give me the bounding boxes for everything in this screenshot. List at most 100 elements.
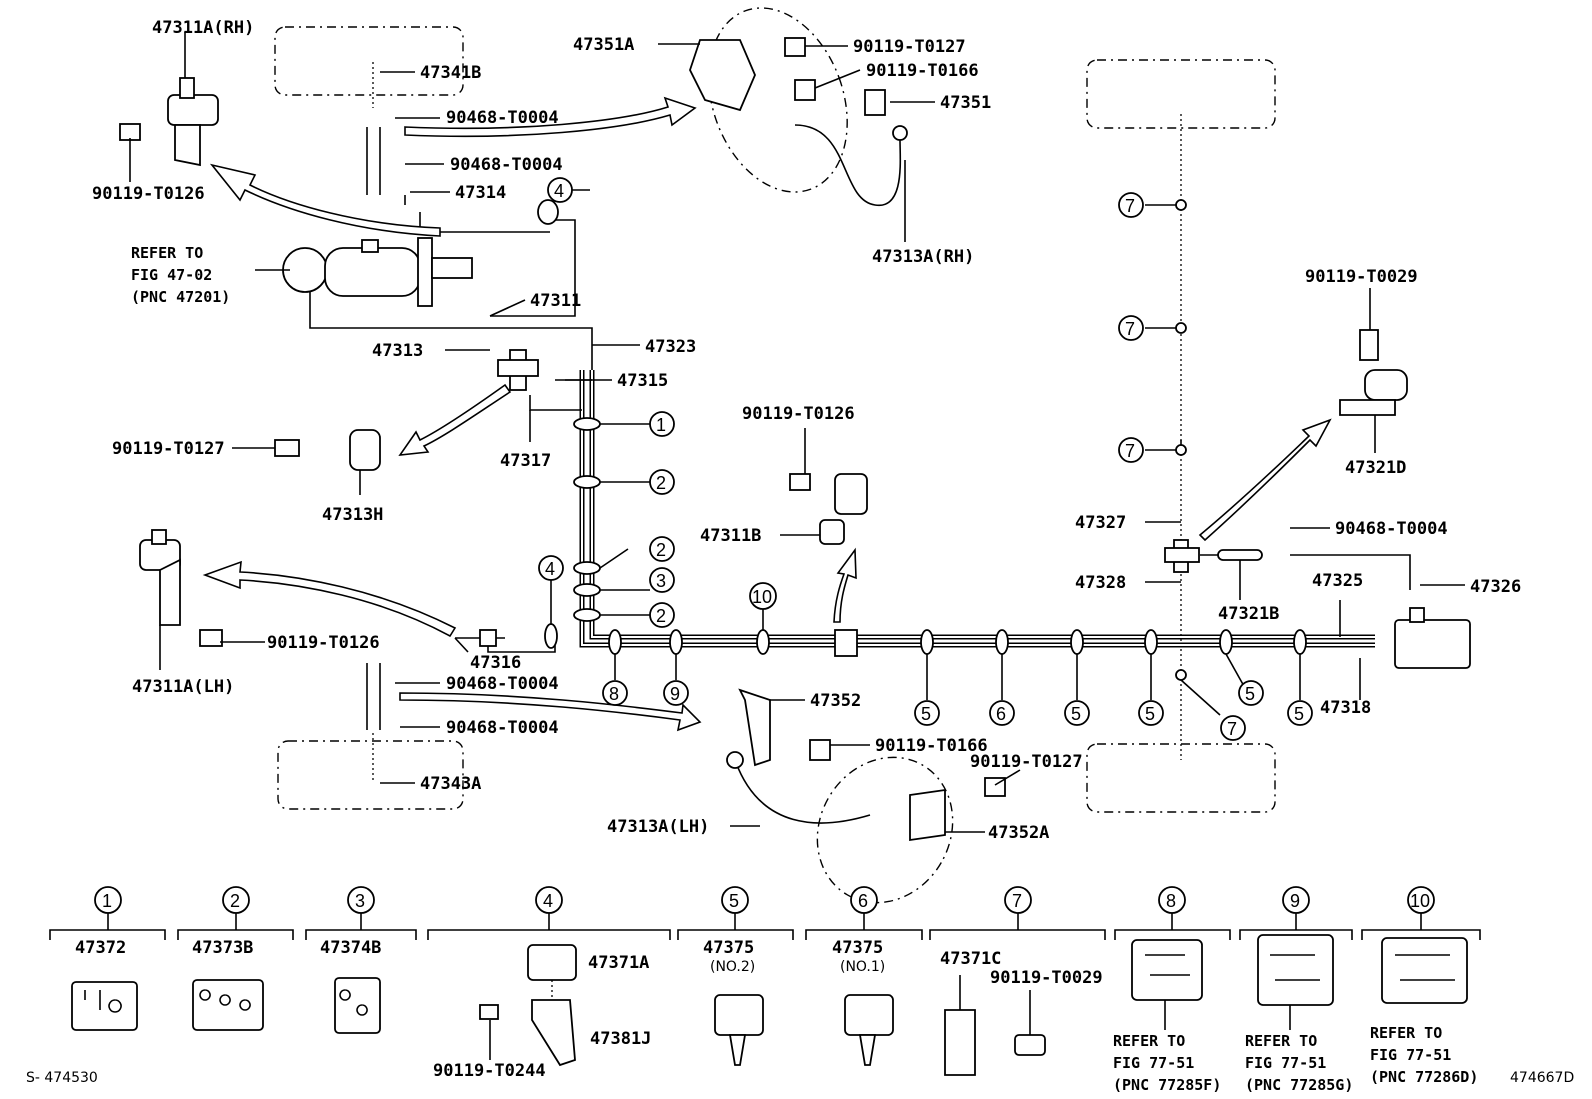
refer-8-line1: REFER TO bbox=[1113, 1032, 1185, 1050]
refer-8-line3: (PNC 77285F) bbox=[1113, 1076, 1221, 1094]
label-90468-T0004-a: 90468-T0004 bbox=[446, 108, 559, 128]
label-47311: 47311 bbox=[530, 291, 581, 311]
callout-4-mid: 4 bbox=[545, 559, 555, 579]
label-47315: 47315 bbox=[617, 371, 668, 391]
legend-label-90119-T0029: 90119-T0029 bbox=[990, 968, 1103, 988]
label-47311A-RH: 47311A(RH) bbox=[152, 18, 254, 38]
ref-ellipse-top bbox=[708, 7, 848, 193]
bracket-47311B bbox=[789, 473, 868, 545]
leader-lines bbox=[129, 32, 1465, 833]
callout-1: 1 bbox=[656, 415, 666, 435]
legend-callout-4: 4 bbox=[543, 891, 553, 911]
refer-9-line2: FIG 77-51 bbox=[1245, 1054, 1326, 1072]
proportioning-valve-lh bbox=[139, 529, 223, 647]
master-cylinder bbox=[282, 237, 473, 307]
center-line-points bbox=[1175, 199, 1187, 681]
label-47313A-LH: 47313A(LH) bbox=[607, 817, 709, 837]
clamp-sketch-47371C bbox=[944, 975, 1046, 1076]
label-47328: 47328 bbox=[1075, 573, 1126, 593]
ref-box-bottom-left bbox=[277, 740, 464, 810]
callout-5-b: 5 bbox=[1071, 704, 1081, 724]
clamp-sketch-47372 bbox=[71, 981, 138, 1031]
footer-right-code: 474667D bbox=[1510, 1070, 1574, 1086]
callout-2-b: 2 bbox=[656, 540, 666, 560]
legend-callout-7: 7 bbox=[1012, 891, 1022, 911]
union-47316 bbox=[479, 629, 858, 657]
footer-left-code: S- 474530 bbox=[26, 1070, 98, 1086]
label-47327: 47327 bbox=[1075, 513, 1126, 533]
refer-10-line1: REFER TO bbox=[1370, 1024, 1442, 1042]
label-47341B: 47341B bbox=[420, 63, 481, 83]
ref-box-top-left bbox=[274, 26, 464, 96]
proportioning-valve-rh bbox=[119, 77, 219, 167]
label-90119-T0166-a: 90119-T0166 bbox=[866, 61, 979, 81]
tee-47328 bbox=[1164, 539, 1263, 573]
legend-label-47371C: 47371C bbox=[940, 949, 1001, 969]
arrow-to-valve-47321D bbox=[1198, 418, 1332, 542]
part-labels: 47311A(RH) 47341B 90468-T0004 90468-T000… bbox=[92, 18, 1521, 843]
callout-8: 8 bbox=[609, 684, 619, 704]
label-90119-T0029-a: 90119-T0029 bbox=[1305, 267, 1418, 287]
callout-5-d: 5 bbox=[1245, 684, 1255, 704]
clip-sketch-9 bbox=[1257, 934, 1334, 1030]
ref-box-top-right bbox=[1086, 59, 1276, 129]
label-47311A-LH: 47311A(LH) bbox=[132, 677, 234, 697]
callout-4-top: 4 bbox=[554, 181, 564, 201]
clip-sketch-10 bbox=[1381, 937, 1468, 1004]
legend-callout-1: 1 bbox=[102, 891, 112, 911]
legend-label-47375-no2: 47375 bbox=[703, 938, 754, 958]
label-47316: 47316 bbox=[470, 653, 521, 673]
label-90119-T0126-c: 90119-T0126 bbox=[267, 633, 380, 653]
callout-5-c: 5 bbox=[1145, 704, 1155, 724]
label-90119-T0127-a: 90119-T0127 bbox=[853, 37, 966, 57]
legend-label-47374B: 47374B bbox=[320, 938, 381, 958]
refer-master-line3: (PNC 47201) bbox=[131, 288, 230, 306]
label-90119-T0166-b: 90119-T0166 bbox=[875, 736, 988, 756]
refer-9-line3: (PNC 77285G) bbox=[1245, 1076, 1353, 1094]
callout-2-a: 2 bbox=[656, 473, 666, 493]
label-90468-T0004-b: 90468-T0004 bbox=[450, 155, 563, 175]
clamp-sketch-47371A bbox=[479, 944, 577, 1067]
refer-master-line1: REFER TO bbox=[131, 244, 203, 262]
legend-callout-5: 5 bbox=[729, 891, 739, 911]
clip-sketch-8 bbox=[1131, 939, 1203, 1030]
arrow-to-valve-lh bbox=[202, 560, 457, 638]
label-47325: 47325 bbox=[1312, 571, 1363, 591]
bracket-47351A bbox=[689, 37, 816, 112]
label-47352: 47352 bbox=[810, 691, 861, 711]
callout-6: 6 bbox=[996, 704, 1006, 724]
flex-hose-lh bbox=[726, 751, 1006, 842]
ref-ellipse-bottom bbox=[816, 756, 954, 904]
callout-10: 10 bbox=[752, 587, 772, 607]
legend-label-47375-no1: 47375 bbox=[832, 938, 883, 958]
legend-callout-10: 10 bbox=[1410, 891, 1430, 911]
label-47313H: 47313H bbox=[322, 505, 383, 525]
legend-callout-8: 8 bbox=[1166, 891, 1176, 911]
label-90119-T0127-c: 90119-T0127 bbox=[970, 752, 1083, 772]
arrow-to-bracket-47313H bbox=[398, 383, 512, 456]
legend-label-47372: 47372 bbox=[75, 938, 126, 958]
label-90119-T0126-a: 90119-T0126 bbox=[92, 184, 205, 204]
arrow-to-bracket-47352 bbox=[399, 692, 702, 732]
callout-5-a: 5 bbox=[921, 704, 931, 724]
three-way-union-47313 bbox=[497, 349, 539, 391]
arrow-to-bracket-47351A bbox=[404, 96, 697, 138]
legend-label-47381J: 47381J bbox=[590, 1029, 651, 1049]
diagram-callouts: 4 1 2 2 3 2 4 8 9 10 5 6 5 5 5 5 7 7 7 7 bbox=[538, 177, 1313, 741]
refer-9-line1: REFER TO bbox=[1245, 1032, 1317, 1050]
label-90468-T0004-c: 90468-T0004 bbox=[1335, 519, 1448, 539]
arrow-to-bracket-47311B bbox=[833, 547, 857, 623]
legend-callout-3: 3 bbox=[355, 891, 365, 911]
refer-8-line2: FIG 77-51 bbox=[1113, 1054, 1194, 1072]
bracket-47352 bbox=[738, 688, 831, 767]
main-pipe-47325 bbox=[589, 370, 1375, 640]
flex-hose-rh bbox=[794, 89, 908, 206]
label-47323: 47323 bbox=[645, 337, 696, 357]
callout-2-c: 2 bbox=[656, 606, 666, 626]
clamp-sketch-47373B bbox=[192, 979, 264, 1031]
legend: 1 2 3 4 5 6 7 8 9 10 47372 47373B 47374B… bbox=[49, 886, 1481, 1094]
label-47321B: 47321B bbox=[1218, 604, 1279, 624]
arrow-to-valve-rh bbox=[209, 163, 441, 237]
label-90468-T0004-e: 90468-T0004 bbox=[446, 718, 559, 738]
